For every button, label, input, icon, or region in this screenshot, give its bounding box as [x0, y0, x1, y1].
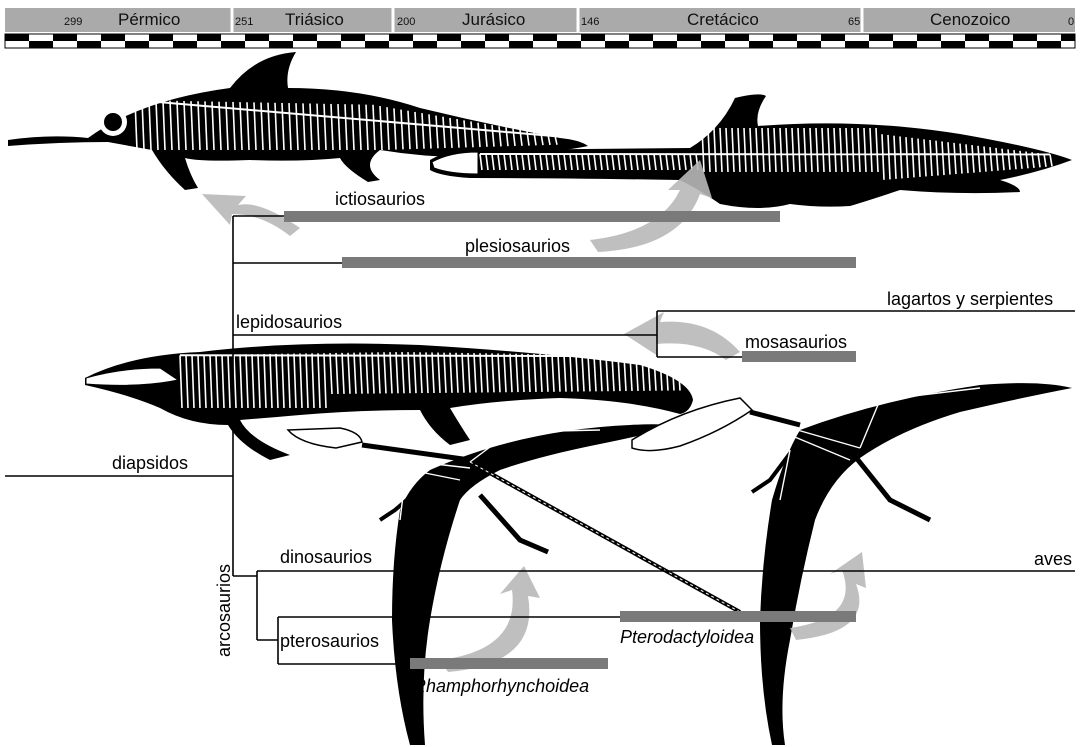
range-bar-plesiosaurios: [342, 257, 856, 268]
label-diapsidos: diapsidos: [112, 453, 188, 473]
age-label-299: 299: [64, 16, 82, 28]
period-triasico: Triásico: [285, 10, 344, 29]
label-aves: aves: [1034, 549, 1072, 569]
timescale-header: 299 Pérmico 251 Triásico 200 Jurásico 14…: [5, 8, 1075, 48]
label-dinosaurios: dinosaurios: [280, 547, 372, 567]
range-bar-pterodactyloidea: [620, 611, 856, 622]
arrow-to-mosasaur: [624, 312, 740, 360]
label-arcosaurios: arcosaurios: [214, 564, 234, 657]
plesiosaur-skeleton-icon: [430, 94, 1072, 208]
age-label-0: 0: [1068, 16, 1074, 28]
age-label-251: 251: [235, 16, 253, 28]
label-rhamphorhynchoidea: Rhamphorhynchoidea: [413, 676, 589, 696]
label-plesiosaurios: plesiosaurios: [465, 236, 570, 256]
period-permico: Pérmico: [118, 10, 180, 29]
label-lepidosaurios: lepidosaurios: [236, 312, 342, 332]
label-pterodactyloidea: Pterodactyloidea: [620, 627, 754, 647]
checkered-scale-bar: [5, 34, 1075, 48]
arrow-to-rhamphorhynchoid: [440, 566, 540, 672]
age-label-65: 65: [848, 16, 860, 28]
label-lagartos-y-serpientes: lagartos y serpientes: [887, 289, 1053, 309]
range-bar-rhamphorhynchoidea: [410, 658, 608, 669]
period-jurasico: Jurásico: [462, 10, 525, 29]
period-cretacico: Cretácico: [687, 10, 759, 29]
range-bar-mosasaurios: [742, 351, 856, 362]
age-label-146: 146: [581, 16, 599, 28]
label-pterosaurios: pterosaurios: [280, 631, 379, 651]
range-bar-ictiosaurios: [284, 211, 780, 222]
label-mosasaurios: mosasaurios: [745, 332, 847, 352]
label-ictiosaurios: ictiosaurios: [335, 189, 425, 209]
period-cenozoico: Cenozoico: [930, 10, 1010, 29]
age-label-200: 200: [397, 16, 415, 28]
